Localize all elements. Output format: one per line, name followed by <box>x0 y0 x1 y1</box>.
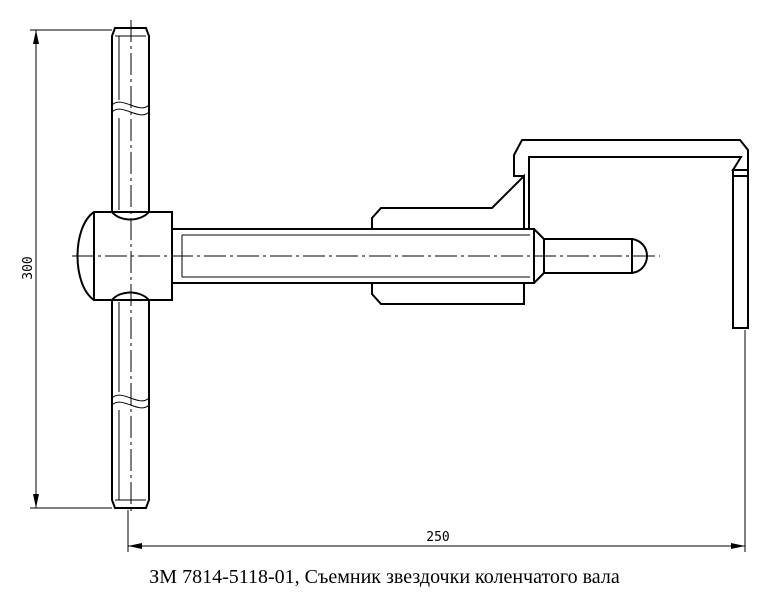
nut-sleeve <box>371 173 525 305</box>
dimension-width-label: 250 <box>426 530 449 545</box>
dimension-height-label: 300 <box>21 256 36 279</box>
t-handle <box>111 20 150 515</box>
drawing-caption: ЗМ 7814-5118-01, Съемник звездочки колен… <box>149 566 620 588</box>
dimension-height: 300 <box>21 29 112 509</box>
cup-housing <box>513 139 749 329</box>
dimension-width: 250 <box>127 330 746 552</box>
